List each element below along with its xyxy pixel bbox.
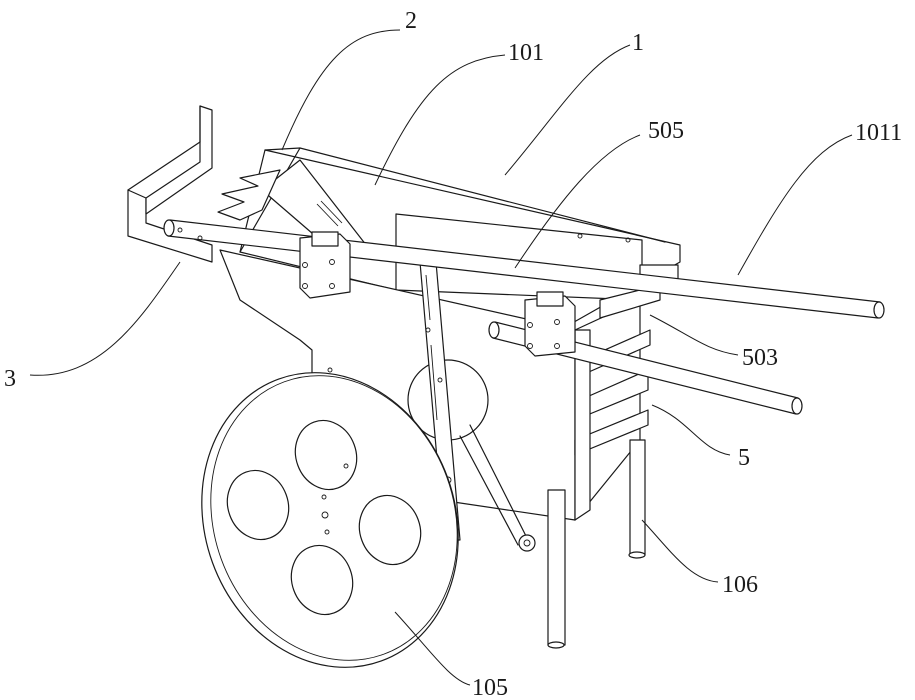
label-1011: 1011 xyxy=(855,120,902,146)
label-503: 503 xyxy=(742,345,778,371)
label-105: 105 xyxy=(472,675,508,700)
label-2: 2 xyxy=(405,8,417,34)
bearing-block-right xyxy=(525,292,575,356)
bearing-block-left xyxy=(300,232,350,298)
label-106: 106 xyxy=(722,572,758,598)
label-101: 101 xyxy=(508,40,544,66)
label-5: 5 xyxy=(738,445,750,471)
label-1: 1 xyxy=(632,30,644,56)
label-505: 505 xyxy=(648,118,684,144)
label-3: 3 xyxy=(4,366,16,392)
